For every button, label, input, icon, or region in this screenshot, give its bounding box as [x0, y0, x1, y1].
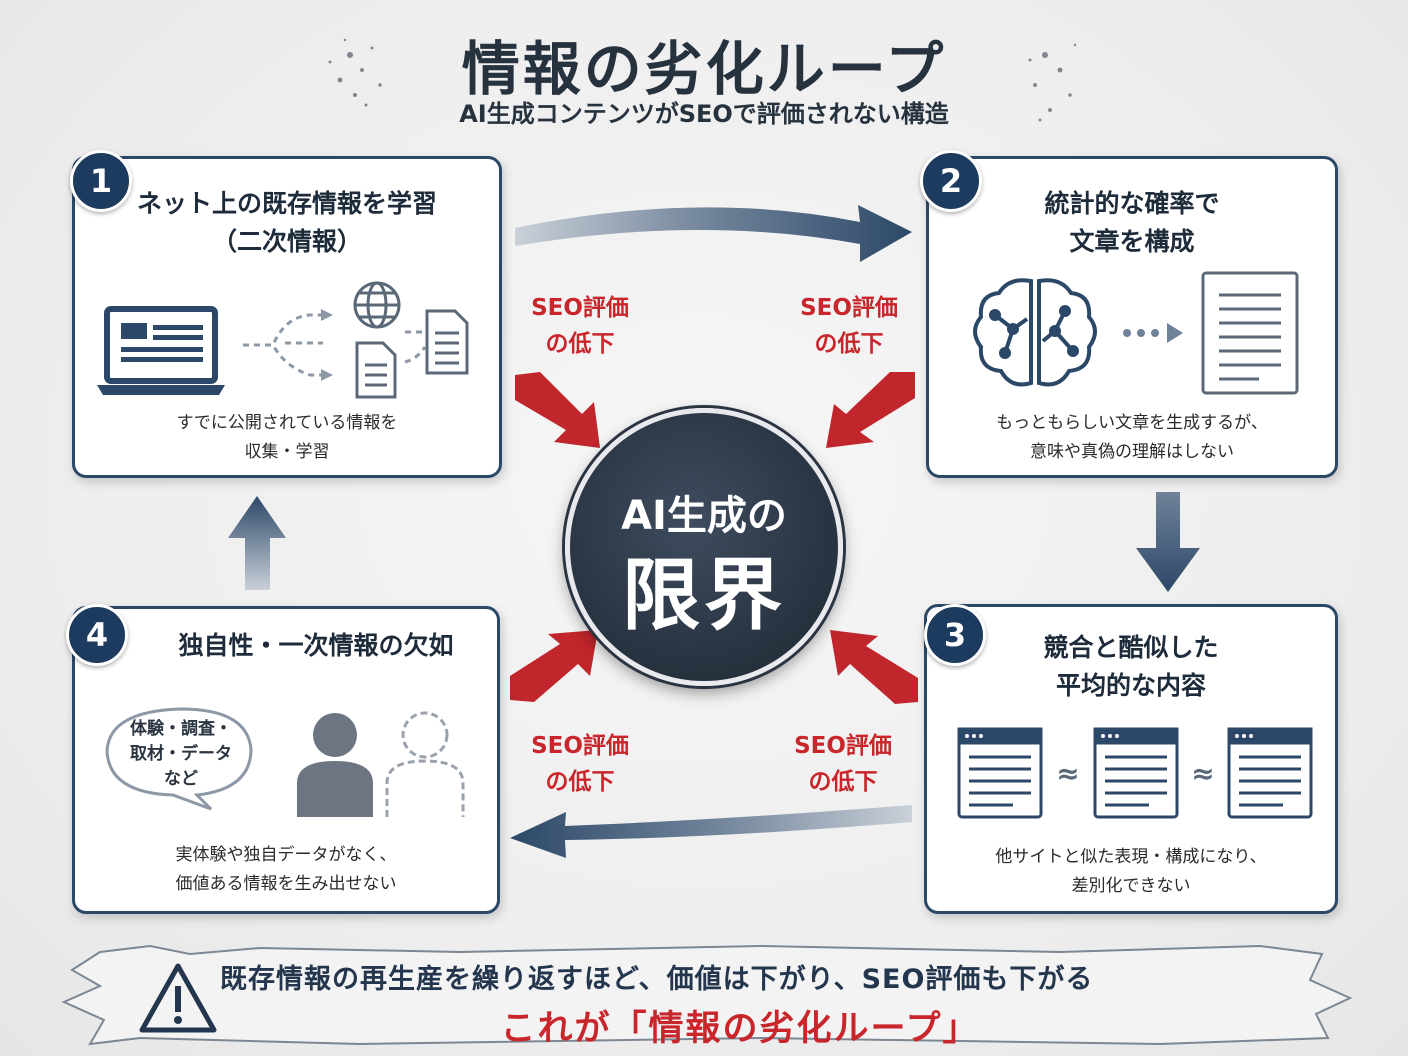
- card-4-illustration: [105, 707, 465, 817]
- document-icon-2: [425, 309, 469, 375]
- red-arrow-bl: [510, 630, 598, 702]
- card-step-2: 統計的な確率で文章を構成 もっともらしい文章を生成するが、意味や真偽の理解はしな…: [926, 156, 1338, 478]
- page-subtitle: AI生成コンテンツがSEOで評価されない構造: [459, 100, 949, 128]
- card-1-title: ネット上の既存情報を学習（二次情報）: [136, 189, 437, 256]
- arrow-3-to-4: [510, 805, 912, 858]
- card-4-description: 実体験や独自データがなく、価値ある情報を生み出せない: [175, 845, 397, 894]
- center-line-2: 限界: [621, 551, 786, 641]
- document-icon: [1201, 271, 1299, 395]
- footer-statement: 既存情報の再生産を繰り返すほど、価値は下がり、SEO評価も下がる: [220, 964, 1094, 995]
- approx-icon: ≈: [1056, 757, 1079, 790]
- card-3-description: 他サイトと似た表現・構成になり、差別化できない: [995, 847, 1267, 896]
- card-3-illustration: ≈ ≈: [957, 727, 1313, 819]
- step-4-badge: 4: [66, 604, 128, 666]
- speech-bubble-icon: [105, 707, 253, 811]
- red-arrow-br: [830, 630, 918, 704]
- seo-decline-label-br: SEO評価の低下: [794, 733, 892, 795]
- card-2-title: 統計的な確率で文章を構成: [1044, 189, 1220, 256]
- brain-icon: [973, 278, 1097, 387]
- seo-decline-label-tr: SEO評価の低下: [800, 295, 898, 357]
- card-2-illustration: [973, 271, 1299, 395]
- warning-icon: [139, 963, 217, 1033]
- webpage-icon-3: [1227, 727, 1313, 819]
- card-3-title: 競合と酷似した平均的な内容: [1043, 633, 1219, 700]
- footer-conclusion: これが「情報の劣化ループ」: [500, 1009, 980, 1049]
- arrow-4-to-1: [228, 496, 286, 590]
- card-step-3: 競合と酷似した平均的な内容 ≈ ≈ 他サイトと似た表現・構成に: [924, 604, 1338, 914]
- seo-decline-label-bl: SEO評価の低下: [531, 733, 629, 795]
- step-3-badge: 3: [924, 604, 986, 666]
- card-4-title: 独自性・一次情報の欠如: [178, 631, 454, 660]
- person-outline-icon: [385, 711, 465, 817]
- card-1-illustration: [97, 281, 469, 399]
- person-icon: [297, 713, 373, 817]
- globe-icon: [353, 281, 401, 329]
- card-step-1: ネット上の既存情報を学習（二次情報）: [72, 156, 502, 478]
- step-2-badge: 2: [920, 150, 982, 212]
- webpage-icon: [957, 727, 1043, 819]
- bottom-banner: [61, 944, 1353, 1046]
- center-circle: AI生成の 限界: [565, 408, 843, 686]
- document-icon: [355, 341, 397, 399]
- seo-decline-label-tl: SEO評価の低下: [531, 295, 629, 357]
- webpage-icon-2: [1093, 727, 1179, 819]
- arrow-1-to-2: [515, 205, 912, 262]
- speech-bubble-text: 体験・調査・ 取材・データ など: [130, 719, 232, 789]
- arrow-2-to-3: [1136, 492, 1200, 592]
- step-1-badge: 1: [70, 150, 132, 212]
- page-title: 情報の劣化ループ: [461, 35, 947, 103]
- center-line-1: AI生成の: [621, 493, 787, 539]
- red-arrow-tr: [826, 372, 915, 448]
- dashed-flow-lines: [243, 313, 323, 377]
- red-arrow-tl: [515, 372, 600, 448]
- card-1-description: すでに公開されている情報を収集・学習: [176, 413, 398, 462]
- approx-icon-2: ≈: [1191, 757, 1214, 790]
- card-2-description: もっともらしい文章を生成するが、意味や真偽の理解はしない: [996, 413, 1268, 462]
- dots-arrow-icon: [1123, 323, 1183, 343]
- laptop-icon: [97, 306, 225, 395]
- card-step-4: 独自性・一次情報の欠如 体験・調査・ 取材・データ など 実体験や独自データがな…: [72, 606, 500, 914]
